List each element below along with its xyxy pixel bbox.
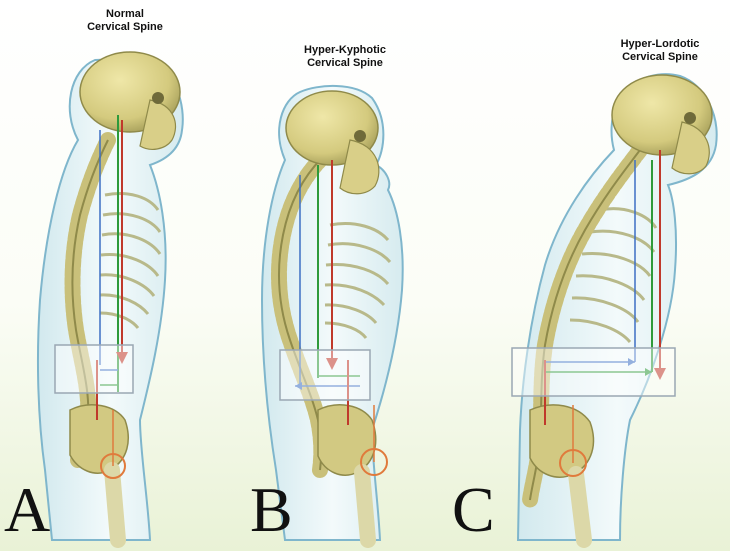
panel-b-figure — [260, 84, 404, 548]
panel-a-measurement-box — [54, 344, 134, 394]
panel-a-title: Normal Cervical Spine — [60, 8, 190, 34]
panel-b-title-line2: Cervical Spine — [307, 57, 383, 69]
panel-c-letter: C — [452, 474, 495, 545]
panel-c-measurement-box — [511, 347, 676, 397]
panel-c-title-line2: Cervical Spine — [622, 51, 698, 63]
panel-b-title-line1: Hyper-Kyphotic — [304, 44, 386, 56]
panel-b-letter: B — [250, 474, 293, 545]
panel-b-measurement-box — [279, 349, 371, 401]
panel-c-figure — [511, 73, 718, 548]
panel-b-pelvis — [317, 404, 377, 476]
panel-c-title-line1: Hyper-Lordotic — [620, 38, 700, 50]
panel-b-title: Hyper-Kyphotic Cervical Spine — [280, 44, 410, 70]
panel-c-pelvis — [529, 404, 595, 478]
panel-a-rib-cage — [99, 192, 162, 329]
panel-a-pelvis — [69, 404, 129, 474]
panel-a-letter: A — [4, 474, 51, 545]
panel-a-figure — [36, 51, 184, 548]
panel-c-title: Hyper-Lordotic Cervical Spine — [595, 38, 725, 64]
panel-a-title-line2: Cervical Spine — [87, 21, 163, 33]
panel-a-title-line1: Normal — [106, 8, 144, 20]
